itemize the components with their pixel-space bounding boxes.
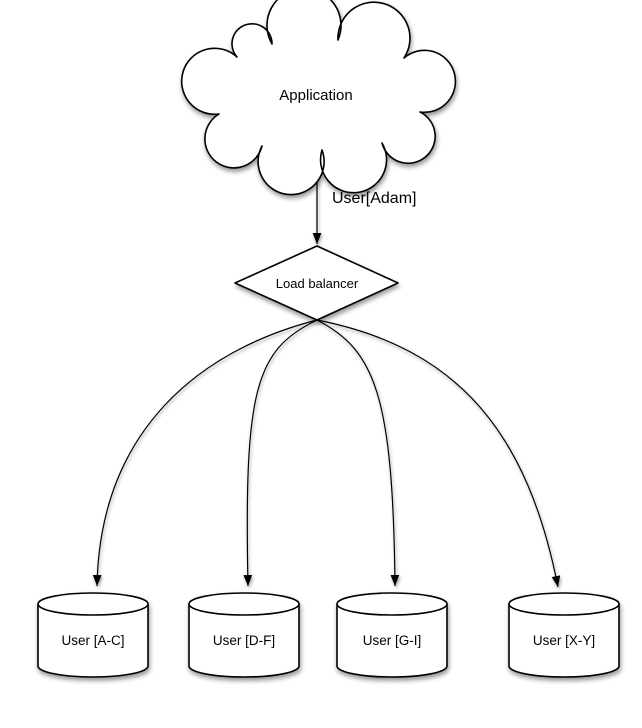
load-balancer-label: Load balancer <box>276 276 359 291</box>
labels-layer: Application User[Adam] Load balancer Use… <box>61 87 595 648</box>
edge-loadbalancer-to-db-4 <box>316 319 561 588</box>
db-cylinder-3 <box>336 592 448 678</box>
application-cloud-shape <box>180 0 457 196</box>
edge-loadbalancer-to-db-1 <box>92 319 318 587</box>
load-balancer-diamond-shape <box>234 245 399 321</box>
edge-label-user-adam: User[Adam] <box>332 190 416 207</box>
db-cylinder-2 <box>188 592 300 678</box>
edge-loadbalancer-to-db-3 <box>316 319 400 587</box>
edges-layer <box>92 150 561 588</box>
edge-loadbalancer-to-db-2 <box>243 319 318 587</box>
application-label: Application <box>279 87 352 104</box>
db-label-2: User [D-F] <box>213 633 275 648</box>
db-cylinder-4 <box>508 592 620 678</box>
nodes-layer <box>37 0 620 678</box>
db-label-3: User [G-I] <box>363 633 422 648</box>
db-cylinder-1 <box>37 592 149 678</box>
db-label-4: User [X-Y] <box>533 633 595 648</box>
db-label-1: User [A-C] <box>61 633 124 648</box>
